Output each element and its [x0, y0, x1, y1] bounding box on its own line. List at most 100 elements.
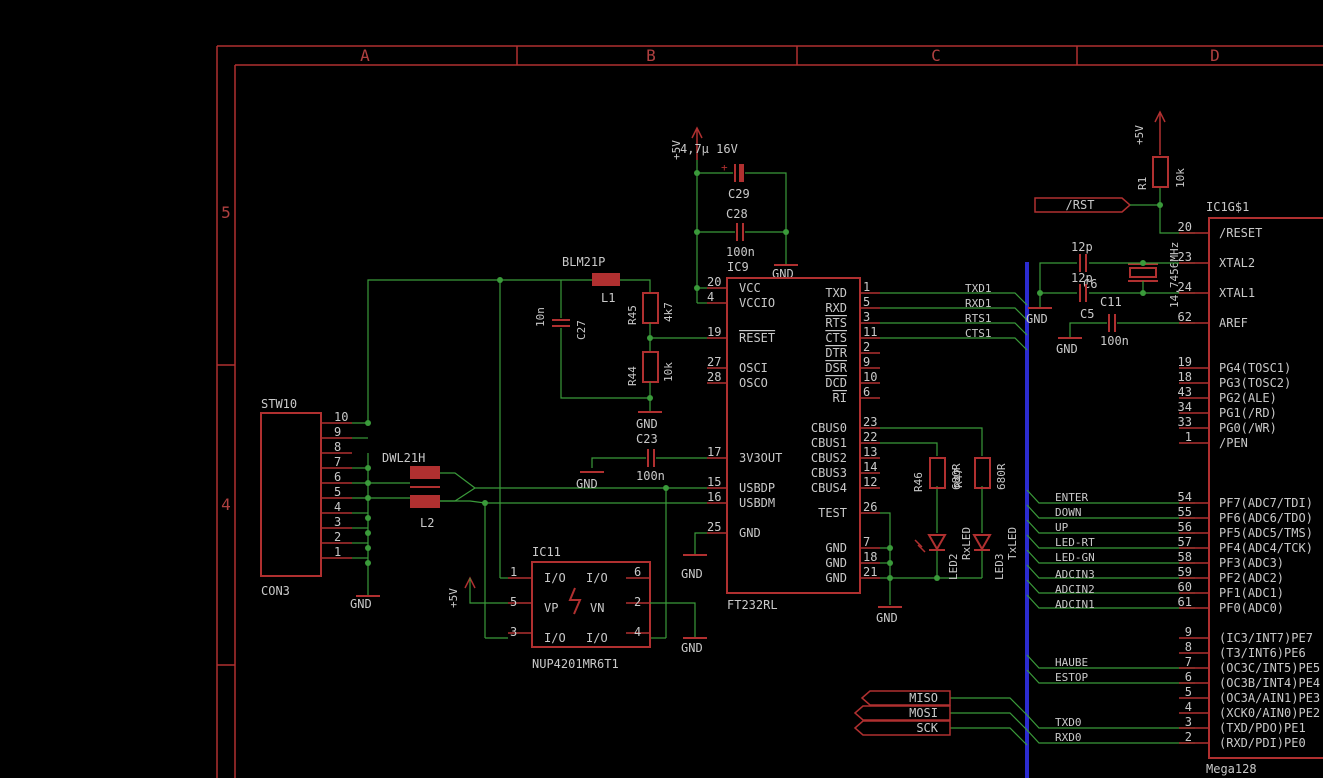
ic11-pin-4: 4 — [634, 625, 641, 639]
mega-pin-name: (TXD/PDO)PE1 — [1219, 721, 1306, 735]
r44-value: 10k — [662, 362, 675, 382]
ft232-left-pin-number: 4 — [707, 290, 714, 304]
led-led3[interactable]: LED3 TxLED — [972, 527, 1019, 580]
ic11-pin-1: 1 — [510, 565, 517, 579]
mega-pin-number: 57 — [1178, 535, 1192, 549]
capacitor-c27[interactable]: 10n C27 — [534, 280, 650, 399]
power-5v-ft232: +5V — [670, 126, 703, 160]
mega-pin-number: 54 — [1178, 490, 1192, 504]
r46-value: 680R — [950, 463, 963, 490]
svg-text:+: + — [721, 161, 728, 174]
mega-pin-name: PF3(ADC3) — [1219, 556, 1284, 570]
mega-pin-number: 19 — [1178, 355, 1192, 369]
net-miso[interactable]: MISO — [860, 690, 951, 706]
c29-value: 4,7µ 16V — [680, 142, 738, 156]
net-label-up: UP — [1055, 521, 1069, 534]
resistor-r44[interactable]: R44 10k — [626, 335, 707, 412]
net-rst[interactable]: /RST — [1034, 197, 1195, 234]
ic11-pin-5: 5 — [510, 595, 517, 609]
svg-text:I/O: I/O — [586, 571, 608, 585]
r1-name: R1 — [1136, 177, 1149, 190]
ft232-right-pin-number: 14 — [863, 460, 877, 474]
mega-pin-number: 7 — [1185, 655, 1192, 669]
common-mode-choke-l2[interactable]: DWL21H L2 — [382, 451, 440, 530]
ft232-right-pin-number: 7 — [863, 535, 870, 549]
resistor-r47[interactable]: R47 680R — [952, 457, 1008, 490]
capacitor-c23[interactable]: C23 100n — [591, 432, 707, 483]
ft232-left-pin-number: 15 — [707, 475, 721, 489]
ft232-left-pin-name: OSCI — [739, 361, 768, 375]
inductor-l1[interactable]: BLM21P L1 — [562, 255, 620, 305]
c6-value: 12p — [1071, 240, 1093, 254]
led-led2[interactable]: LED2 RxLED — [914, 527, 973, 580]
net-label-txd0: TXD0 — [1055, 716, 1082, 729]
mega-pin-number: 18 — [1178, 370, 1192, 384]
net-label-haube: HAUBE — [1055, 656, 1088, 669]
gnd-symbol-ic11: GND — [650, 602, 707, 655]
capacitor-c29[interactable]: + 4,7µ 16V C29 — [680, 142, 787, 232]
gnd-symbol-ft232-pin25: GND — [681, 532, 707, 581]
mega-pin-name: PF0(ADC0) — [1219, 601, 1284, 615]
connector-pin-number: 10 — [334, 410, 348, 424]
resistor-r1[interactable]: R1 10k — [1136, 156, 1187, 205]
connector-pin-number: 9 — [334, 425, 341, 439]
net-label-txd1: TXD1 — [965, 282, 992, 295]
c27-name: C27 — [575, 320, 588, 340]
mega-pin-number: 33 — [1178, 415, 1192, 429]
net-label-rts1: RTS1 — [965, 312, 992, 325]
resistor-r45[interactable]: R45 4k7 — [626, 292, 675, 352]
svg-text:GND: GND — [681, 641, 703, 655]
mega-pin-number: 6 — [1185, 670, 1192, 684]
sck-label: SCK — [916, 721, 938, 735]
svg-text:+5V: +5V — [1133, 125, 1146, 145]
crystal-q[interactable]: 14,7456MHz — [1128, 242, 1181, 308]
net-label-adcin1: ADCIN1 — [1055, 598, 1095, 611]
gnd-symbol-ft232-pin21: GND — [876, 606, 902, 625]
mega-pin-name: (IC3/INT7)PE7 — [1219, 631, 1313, 645]
gnd-symbol-connector: GND — [350, 595, 380, 611]
c11-name: C11 — [1100, 295, 1122, 309]
c11-value: 100n — [1100, 334, 1129, 348]
ft232-left-pin-number: 27 — [707, 355, 721, 369]
led2-value: RxLED — [960, 527, 973, 560]
crystal-value: 14,7456MHz — [1168, 242, 1181, 308]
ic11-pin-3: 3 — [510, 625, 517, 639]
gnd-symbol-c23: GND — [576, 471, 604, 491]
net-mosi[interactable]: MOSI — [853, 705, 951, 721]
ft232-right-pin-name: CBUS2 — [811, 451, 847, 465]
frame-row-5: 5 — [221, 203, 231, 222]
mega-pin-name: PG1(/RD) — [1219, 406, 1277, 420]
mega-name: IC1G$1 — [1206, 200, 1249, 214]
c5-name: C5 — [1080, 307, 1094, 321]
mega-pin-number: 24 — [1178, 280, 1192, 294]
ft232-right-pin-number: 22 — [863, 430, 877, 444]
capacitor-c11[interactable]: C11 100n — [1069, 295, 1195, 348]
ft232-right-pin-number: 18 — [863, 550, 877, 564]
capacitor-c5[interactable]: 12p C5 — [1071, 271, 1094, 321]
ic-nup4201[interactable]: IC11 NUP4201MR6T1 1 5 3 6 2 4 I/O I/O VP… — [508, 545, 651, 671]
led3-value: TxLED — [1006, 527, 1019, 560]
ft232-right-pin-name: RI — [833, 391, 847, 405]
capacitor-c28[interactable]: C28 100n — [694, 170, 789, 303]
c28-value: 100n — [726, 245, 755, 259]
ft232-right-pin-name: GND — [825, 541, 847, 555]
ft232-right-pin-name: CTS — [825, 331, 847, 345]
ft232-right-pin-number: 3 — [863, 310, 870, 324]
connector-name: STW10 — [261, 397, 297, 411]
ft232-right-pin-number: 21 — [863, 565, 877, 579]
c23-value: 100n — [636, 469, 665, 483]
resistor-r46[interactable]: R46 680R — [912, 457, 963, 492]
gnd-symbol-c11: GND — [1056, 337, 1082, 356]
gnd-symbol-r44: GND — [636, 411, 662, 431]
net-sck[interactable]: SCK — [853, 720, 951, 736]
xtal-nets — [1037, 260, 1195, 296]
svg-text:VN: VN — [590, 601, 604, 615]
ft232-right-pin-name: TEST — [818, 506, 847, 520]
c27-value: 10n — [534, 307, 547, 327]
ft232-right-pin-number: 12 — [863, 475, 877, 489]
svg-text:GND: GND — [636, 417, 658, 431]
